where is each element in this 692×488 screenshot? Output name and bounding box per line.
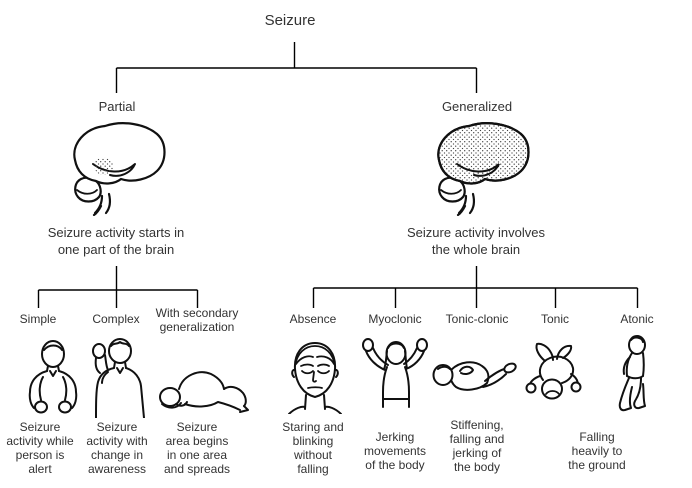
type-label-secondary-generalization: With secondary generalization bbox=[155, 306, 239, 334]
generalized-brain-illustration bbox=[430, 116, 534, 216]
atonic-person-slumping-illustration bbox=[610, 335, 658, 417]
secondary-generalization-person-on-ground-illustration bbox=[152, 354, 250, 416]
myoclonic-person-arms-up-illustration bbox=[360, 336, 430, 414]
caption-simple: Seizure activity while person is alert bbox=[6, 420, 74, 476]
caption-complex: Seizure activity with change in awarenes… bbox=[86, 420, 148, 476]
generalized-description: Seizure activity involves the whole brai… bbox=[407, 225, 545, 257]
branch-label-partial: Partial bbox=[98, 99, 136, 114]
complex-person-raised-fist-illustration bbox=[86, 338, 148, 418]
simple-person-alert-illustration bbox=[24, 340, 82, 420]
type-label-myoclonic: Myoclonic bbox=[368, 312, 422, 326]
type-label-tonic: Tonic bbox=[540, 312, 570, 326]
type-label-tonic-clonic: Tonic-clonic bbox=[445, 312, 509, 326]
type-label-complex: Complex bbox=[92, 312, 140, 326]
type-label-atonic: Atonic bbox=[620, 312, 654, 326]
partial-description: Seizure activity starts in one part of t… bbox=[47, 225, 185, 257]
branch-label-generalized: Generalized bbox=[441, 99, 513, 114]
partial-brain-illustration bbox=[66, 118, 170, 216]
type-label-absence: Absence bbox=[289, 312, 337, 326]
caption-secondary-generalization: Seizure area begins in one area and spre… bbox=[163, 420, 231, 476]
type-label-simple: Simple bbox=[19, 312, 57, 326]
caption-absence: Staring and blinking without falling bbox=[282, 420, 344, 476]
tonic-person-falling-headfirst-illustration bbox=[523, 340, 583, 404]
caption-myoclonic: Jerking movements of the body bbox=[363, 430, 427, 472]
absence-face-illustration bbox=[283, 336, 347, 414]
diagram-title: Seizure bbox=[264, 12, 316, 29]
caption-tonic-atonic-shared: Falling heavily to the ground bbox=[568, 430, 626, 472]
caption-tonic-clonic: Stiffening, falling and jerking of the b… bbox=[449, 418, 505, 474]
tonic-clonic-person-on-back-illustration bbox=[430, 344, 518, 402]
